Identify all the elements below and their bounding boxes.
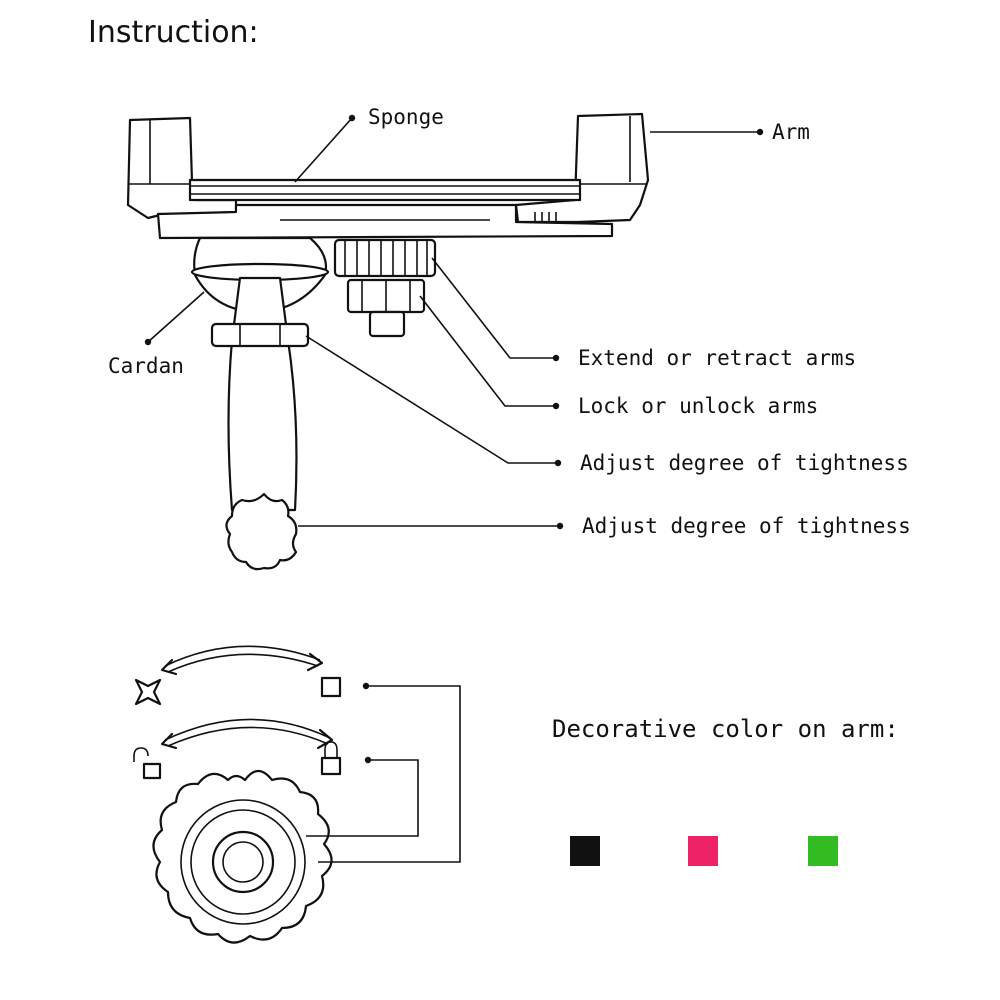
stem: [227, 276, 298, 512]
lock-diagram: [133, 645, 461, 944]
lock-icon: [320, 741, 342, 776]
tightness-screw: [210, 322, 310, 348]
retract-icon: [134, 678, 162, 706]
leader-lines: [144, 114, 764, 530]
swatch-black: [570, 836, 600, 866]
left-arm: [126, 116, 238, 220]
color-heading: Decorative color on arm:: [552, 715, 899, 743]
swatch-green: [808, 836, 838, 866]
extend-label: Extend or retract arms: [578, 346, 856, 370]
lock-label: Lock or unlock arms: [578, 394, 818, 418]
color-swatches: [570, 836, 838, 866]
holder-bar: [188, 178, 582, 202]
star-knob: [225, 492, 298, 571]
arm-label: Arm: [772, 120, 810, 144]
sponge-label: Sponge: [368, 105, 444, 129]
right-arm: [514, 112, 650, 224]
adjust-wheel: [333, 238, 437, 278]
page-title: Instruction:: [88, 15, 259, 50]
swatch-pink: [688, 836, 718, 866]
tightness-label-2: Adjust degree of tightness: [582, 514, 911, 538]
cardan-label: Cardan: [108, 354, 184, 378]
extend-icon: [320, 676, 342, 698]
phone-holder-illustration: [126, 112, 650, 571]
unlock-icon: [133, 747, 162, 780]
tightness-label-1: Adjust degree of tightness: [580, 451, 909, 475]
